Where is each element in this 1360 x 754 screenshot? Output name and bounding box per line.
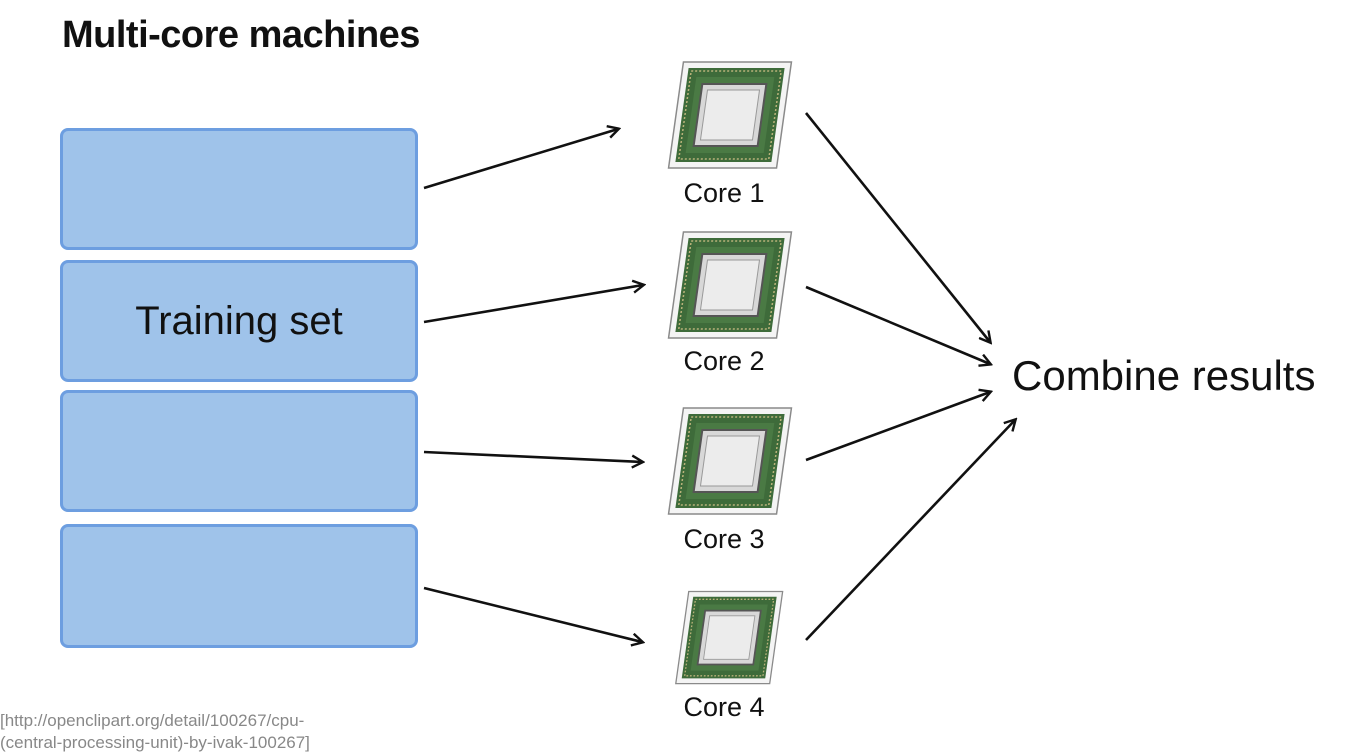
arrow-chunk2-to-core2 (423, 285, 643, 324)
cpu-chip-icon (667, 61, 793, 169)
training-set-label: Training set (135, 298, 343, 343)
arrow-core1-to-combine (804, 112, 990, 342)
arrow-chunk4-to-core4 (423, 586, 642, 642)
arrow-core3-to-combine (805, 392, 990, 462)
arrow-chunk3-to-core3 (423, 450, 642, 462)
combine-results-label: Combine results (1012, 352, 1316, 399)
data-chunk-1 (60, 128, 418, 250)
cpu-chip-icon (667, 407, 793, 515)
cpu-chip-icon (667, 231, 793, 339)
credit-line-1: [http://openclipart.org/detail/100267/cp… (0, 711, 305, 730)
slide-title: Multi-core machines (62, 14, 420, 56)
core-1-label: Core 1 (683, 178, 765, 208)
arrow-chunk1-to-core1 (423, 129, 618, 190)
core-2: Core 2 (654, 228, 794, 376)
credit-line-2: (central-processing-unit)-by-ivak-100267… (0, 733, 310, 752)
image-credit: [http://openclipart.org/detail/100267/cp… (0, 710, 460, 752)
core-4: Core 4 (654, 588, 794, 722)
data-chunk-4 (60, 524, 418, 648)
core-2-label: Core 2 (683, 346, 765, 376)
core-1: Core 1 (654, 58, 794, 208)
arrow-core4-to-combine (805, 420, 1015, 641)
cpu-chip-icon (675, 590, 784, 685)
core-3: Core 3 (654, 404, 794, 554)
data-chunk-2: Training set (60, 260, 418, 382)
core-3-label: Core 3 (683, 524, 765, 554)
arrow-core2-to-combine (805, 285, 990, 364)
data-chunk-3 (60, 390, 418, 512)
training-set-stack: Training set (60, 128, 422, 650)
core-4-label: Core 4 (683, 692, 765, 722)
